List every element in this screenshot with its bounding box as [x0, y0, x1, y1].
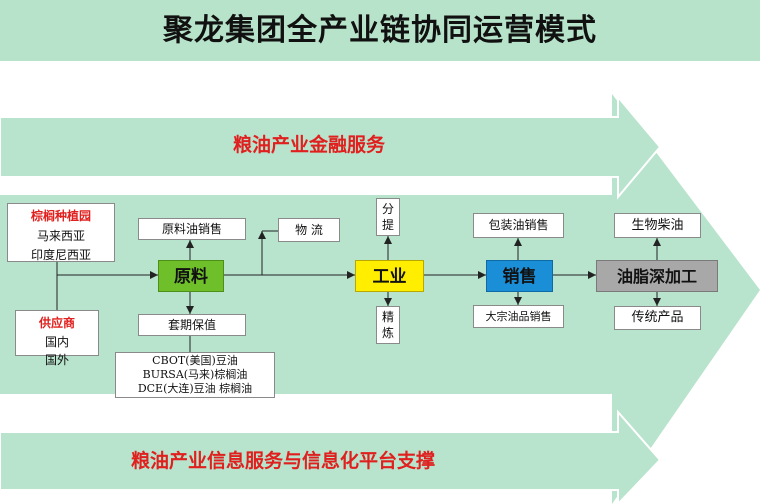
futures-line: DCE(大连)豆油 棕榈油 [137, 382, 253, 395]
main-flow-arrow [0, 94, 760, 504]
plantation-box: 棕榈种植园 马来西亚 印度尼西亚 [7, 203, 115, 262]
futures-line: CBOT(美国)豆油 [152, 354, 238, 367]
supplier-box: 供应商 国内 国外 [15, 310, 99, 367]
refining-char: 炼 [381, 326, 394, 340]
info-band-arrow [0, 409, 662, 504]
traditional-products-box: 传统产品 [614, 306, 701, 330]
stage-industry: 工业 [355, 260, 424, 292]
fractionation-box: 分 提 [376, 198, 400, 236]
finance-band-arrow [0, 94, 662, 200]
plantation-line: 马来西亚 [36, 229, 85, 243]
fractionation-char: 分 [381, 202, 394, 216]
supplier-line: 国内 [44, 335, 69, 349]
info-band-label: 粮油产业信息服务与信息化平台支撑 [131, 450, 436, 472]
hedging-box: 套期保值 [138, 314, 246, 336]
supplier-title: 供应商 [38, 316, 75, 330]
biodiesel-box: 生物柴油 [614, 213, 701, 238]
futures-box: CBOT(美国)豆油 BURSA(马来)棕榈油 DCE(大连)豆油 棕榈油 [115, 352, 275, 398]
fractionation-char: 提 [381, 218, 394, 232]
finance-band-label: 粮油产业金融服务 [233, 134, 386, 156]
plantation-title: 棕榈种植园 [30, 209, 91, 223]
refining-box: 精 炼 [376, 306, 400, 344]
refining-char: 精 [381, 310, 394, 324]
title-bar [0, 0, 760, 61]
stage-deep-processing: 油脂深加工 [596, 260, 718, 292]
plantation-line: 印度尼西亚 [30, 248, 91, 262]
page-title: 聚龙集团全产业链协同运营模式 [163, 13, 597, 48]
logistics-box: 物 流 [278, 218, 340, 242]
supplier-line: 国外 [44, 353, 69, 367]
futures-line: BURSA(马来)棕榈油 [142, 368, 248, 381]
raw-oil-sales-box: 原料油销售 [138, 218, 246, 240]
bulk-sales-box: 大宗油品销售 [473, 305, 564, 328]
stage-raw: 原料 [158, 260, 224, 292]
packaged-sales-box: 包装油销售 [473, 213, 564, 238]
stage-sales: 销售 [486, 260, 553, 292]
